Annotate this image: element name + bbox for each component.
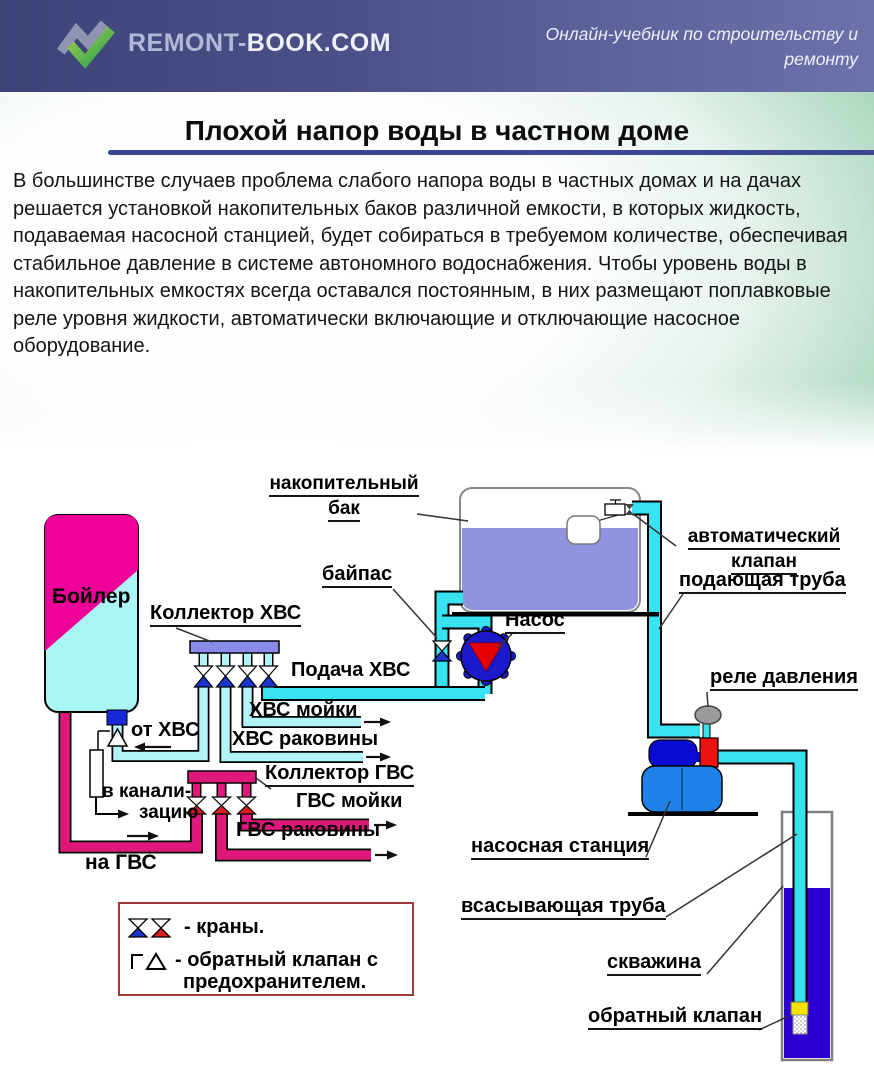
label-pump-station: насосная станция (471, 835, 650, 860)
article-intro: Плохой напор воды в частном доме В больш… (0, 92, 874, 462)
label-collector-cold: Коллектор ХВС (150, 602, 302, 627)
intro-paragraph: В большинстве случаев проблема слабого н… (13, 170, 848, 357)
label-well: скважина (607, 951, 701, 976)
site-tagline: Онлайн-учебник по строительству и ремонт… (545, 24, 859, 69)
logo-text: REMONT-BOOK.COM (128, 29, 391, 58)
site-header: REMONT-BOOK.COM Онлайн-учебник по строит… (0, 0, 874, 92)
page-title: Плохой напор воды в частном доме (184, 115, 690, 146)
legend-item-check-valve: - обратный клапан с предохранителем. (129, 949, 378, 993)
label-cold-sink2: ХВС раковины (232, 728, 379, 750)
label-hot-sink2: ГВС раковины (236, 819, 381, 841)
logo-text-remont: REMONT- (128, 28, 247, 57)
site-logo[interactable]: REMONT-BOOK.COM (56, 16, 391, 70)
title-underline (108, 150, 874, 155)
label-from-cold: от ХВС (131, 719, 200, 741)
label-suction-pipe: всасывающая труба (461, 895, 666, 920)
label-auto-valve: автоматический клапан (664, 525, 864, 575)
label-to-hot: на ГВС (85, 851, 157, 874)
label-hot-sink1: ГВС мойки (296, 790, 403, 812)
legend-item-taps: - краны. (127, 916, 264, 939)
label-collector-hot: Коллектор ГВС (265, 762, 415, 787)
label-cold-feed: Подача ХВС (291, 659, 411, 681)
label-pump: Насос (505, 609, 565, 634)
label-boiler: Бойлер (52, 585, 131, 608)
label-storage-tank: накопительный бак (264, 472, 424, 522)
label-check-valve: обратный клапан (588, 1005, 763, 1030)
legend-box: - краны. - обратный клапан с предохранит… (118, 902, 414, 996)
tap-valves-icon (127, 917, 172, 938)
label-cold-sink1: ХВС мойки (249, 699, 358, 721)
logo-text-book: BOOK.COM (246, 28, 392, 57)
label-to-sewer: в канали- зацию (102, 781, 199, 823)
label-bypass: байпас (322, 563, 393, 588)
label-pressure-relay: реле давления (710, 666, 858, 691)
check-valve-icon (131, 952, 167, 970)
label-supply-pipe: подающая труба (679, 569, 846, 594)
logo-icon (56, 20, 115, 69)
